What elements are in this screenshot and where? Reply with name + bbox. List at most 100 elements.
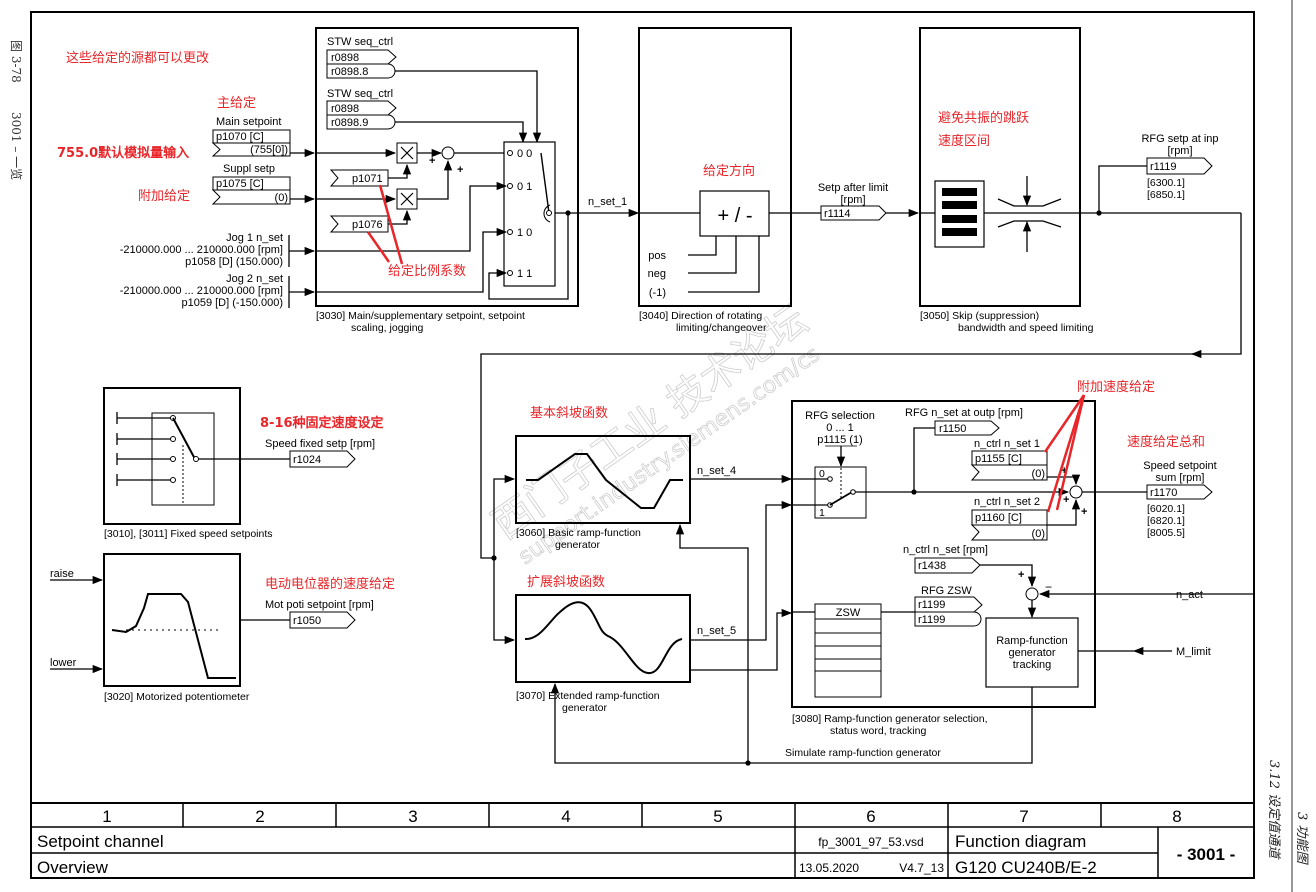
- raise-input-label: raise: [50, 568, 74, 580]
- annotation-scaling: 给定比例系数: [388, 264, 466, 279]
- svg-text:2: 2: [255, 807, 264, 826]
- svg-text:r1114: r1114: [824, 208, 851, 220]
- annotation-basic-rfg: 基本斜坡函数: [530, 406, 608, 421]
- svg-text:Setp after limit: Setp after limit: [818, 182, 888, 194]
- svg-text:r1024: r1024: [293, 454, 321, 466]
- caption-3040-1: [3040] Direction of rotating: [639, 310, 762, 322]
- caption-3080-2: status word, tracking: [830, 725, 926, 737]
- r1438-connector[interactable]: [914, 557, 981, 574]
- main-setpoint-connector[interactable]: Main setpoint p1070 [C] (755[0]): [211, 116, 291, 157]
- svg-text:Mot poti setpoint [rpm]: Mot poti setpoint [rpm]: [265, 599, 374, 611]
- svg-text:Main setpoint: Main setpoint: [216, 116, 281, 128]
- svg-text:n_ctrl n_set 1: n_ctrl n_set 1: [974, 438, 1040, 450]
- svg-text:+: +: [457, 164, 463, 176]
- svg-text:+: +: [1061, 465, 1067, 477]
- svg-text:r1050: r1050: [293, 615, 321, 627]
- svg-text:(-1): (-1): [649, 287, 666, 299]
- svg-text:5: 5: [713, 807, 722, 826]
- svg-text:sum [rpm]: sum [rpm]: [1156, 472, 1205, 484]
- svg-text:n_ctrl n_set 2: n_ctrl n_set 2: [974, 496, 1040, 508]
- svg-text:+: +: [1018, 569, 1024, 581]
- r1024-connector[interactable]: Speed fixed setp [rpm] r1024: [265, 438, 375, 468]
- scale-p1076[interactable]: [329, 215, 389, 233]
- svg-text:+: +: [1081, 506, 1087, 518]
- svg-text:(0): (0): [1032, 468, 1045, 480]
- svg-text:p1076: p1076: [352, 219, 383, 231]
- svg-text:1: 1: [819, 507, 825, 519]
- svg-text:RFG selection: RFG selection: [805, 410, 875, 422]
- caption-3070-2: generator: [562, 702, 607, 714]
- caption-3060-1: [3060] Basic ramp-function: [516, 527, 641, 539]
- diagram-frame: [30, 11, 1255, 879]
- n-set-5-label: n_set_5: [697, 625, 736, 637]
- diagram-title: Setpoint channel: [37, 832, 164, 851]
- svg-text:generator: generator: [1008, 647, 1055, 659]
- sum-junction-icon: [441, 146, 455, 160]
- svg-text:[8005.5]: [8005.5]: [1147, 527, 1185, 539]
- rfg-selection-param: p1115 (1): [817, 434, 862, 446]
- svg-text:r1150: r1150: [939, 423, 966, 435]
- rfg-tracking-block: [985, 617, 1079, 688]
- svg-text:p1071: p1071: [352, 173, 383, 185]
- annotation-fixed-speeds: 8-16种固定速度设定: [260, 415, 384, 431]
- svg-text:0: 0: [819, 468, 825, 480]
- svg-text:n_ctrl n_set [rpm]: n_ctrl n_set [rpm]: [903, 544, 988, 556]
- svg-text:Jog 2 n_set: Jog 2 n_set: [226, 273, 283, 285]
- svg-text:8: 8: [1172, 807, 1181, 826]
- annotation-additional-speed: 附加速度给定: [1077, 379, 1155, 395]
- svg-text:r1438: r1438: [918, 560, 946, 572]
- svg-text:[6820.1]: [6820.1]: [1147, 515, 1185, 527]
- svg-text:STW seq_ctrl: STW seq_ctrl: [327, 88, 393, 100]
- file-name: fp_3001_97_53.vsd: [818, 835, 923, 849]
- svg-text:0 0: 0 0: [517, 148, 532, 160]
- suppl-setpoint-connector[interactable]: Suppl setp p1075 [C] (0): [211, 163, 291, 205]
- figure-title: 3001 – 一览: [9, 112, 24, 180]
- doc-type: Function diagram: [955, 832, 1086, 851]
- figure-label: 图 3-78: [9, 40, 23, 83]
- r1199-connector[interactable]: [914, 596, 983, 613]
- annotation-sources: 这些给定的源都可以更改: [66, 50, 209, 66]
- r1170-connector[interactable]: Speed setpoint sum [rpm] r1170 [6020.1] …: [1143, 460, 1216, 539]
- r1119-connector[interactable]: RFG setp at inp [rpm] r1119 [6300.1] [68…: [1141, 133, 1218, 201]
- svg-text:pos: pos: [648, 250, 666, 262]
- caption-3030-2: scaling, jogging: [351, 322, 424, 334]
- annotation-main: 主给定: [217, 96, 256, 111]
- m-limit-label: M_limit: [1176, 646, 1211, 658]
- svg-text:RFG ZSW: RFG ZSW: [921, 585, 972, 597]
- section-label: 3.12 设定值通道: [1266, 760, 1282, 860]
- block-3040: 给定方向 + / - pos neg (-1): [638, 27, 821, 307]
- caption-3070-1: [3070] Extended ramp-function: [516, 690, 660, 702]
- jog2-input: Jog 2 n_set -210000.000 ... 210000.000 […: [120, 273, 290, 309]
- svg-text:3: 3: [408, 807, 417, 826]
- date: 13.05.2020: [799, 861, 859, 875]
- block-3010: [103, 387, 290, 525]
- scale-p1071[interactable]: [329, 169, 389, 187]
- r1114-connector[interactable]: Setp after limit [rpm] r1114: [818, 182, 888, 221]
- sum-junction-icon: [1069, 485, 1083, 499]
- svg-text:r0898.9: r0898.9: [331, 117, 368, 129]
- svg-text:[rpm]: [rpm]: [840, 194, 865, 206]
- svg-text:Suppl setp: Suppl setp: [223, 163, 275, 175]
- svg-text:0 ... 1: 0 ... 1: [826, 422, 854, 434]
- suppl-setpoint-param: p1075 [C]: [216, 178, 264, 190]
- svg-text:(0): (0): [1032, 528, 1045, 540]
- block-3070: [515, 500, 793, 683]
- direction-switch: [699, 190, 770, 237]
- caption-3050-1: [3050] Skip (suppression): [920, 310, 1039, 322]
- svg-text:-210000.000 ... 210000.000 [r: -210000.000 ... 210000.000 [rpm]: [120, 244, 283, 256]
- sum-junction-icon: [1025, 587, 1039, 601]
- r1150-connector[interactable]: [934, 420, 1000, 436]
- caption-3020: [3020] Motorized potentiometer: [104, 691, 250, 703]
- caption-3080-1: [3080] Ramp-function generator selection…: [792, 713, 988, 725]
- caption-3050-2: bandwidth and speed limiting: [958, 322, 1094, 334]
- r1050-connector[interactable]: Mot poti setpoint [rpm] r1050: [265, 599, 374, 629]
- jog1-input: Jog 1 n_set -210000.000 ... 210000.000 […: [120, 232, 290, 268]
- svg-text:p1058 [D] (150.000): p1058 [D] (150.000): [185, 256, 283, 268]
- svg-text:neg: neg: [648, 268, 666, 280]
- block-3060: [515, 435, 793, 524]
- annotation-extended-rfg: 扩展斜坡函数: [527, 575, 605, 590]
- svg-text:避免共振的跳跃: 避免共振的跳跃: [938, 110, 1029, 126]
- annotation-speed-sum: 速度给定总和: [1127, 434, 1205, 450]
- svg-text:1: 1: [102, 807, 111, 826]
- caption-3030-1: [3030] Main/supplementary setpoint, setp…: [316, 310, 525, 322]
